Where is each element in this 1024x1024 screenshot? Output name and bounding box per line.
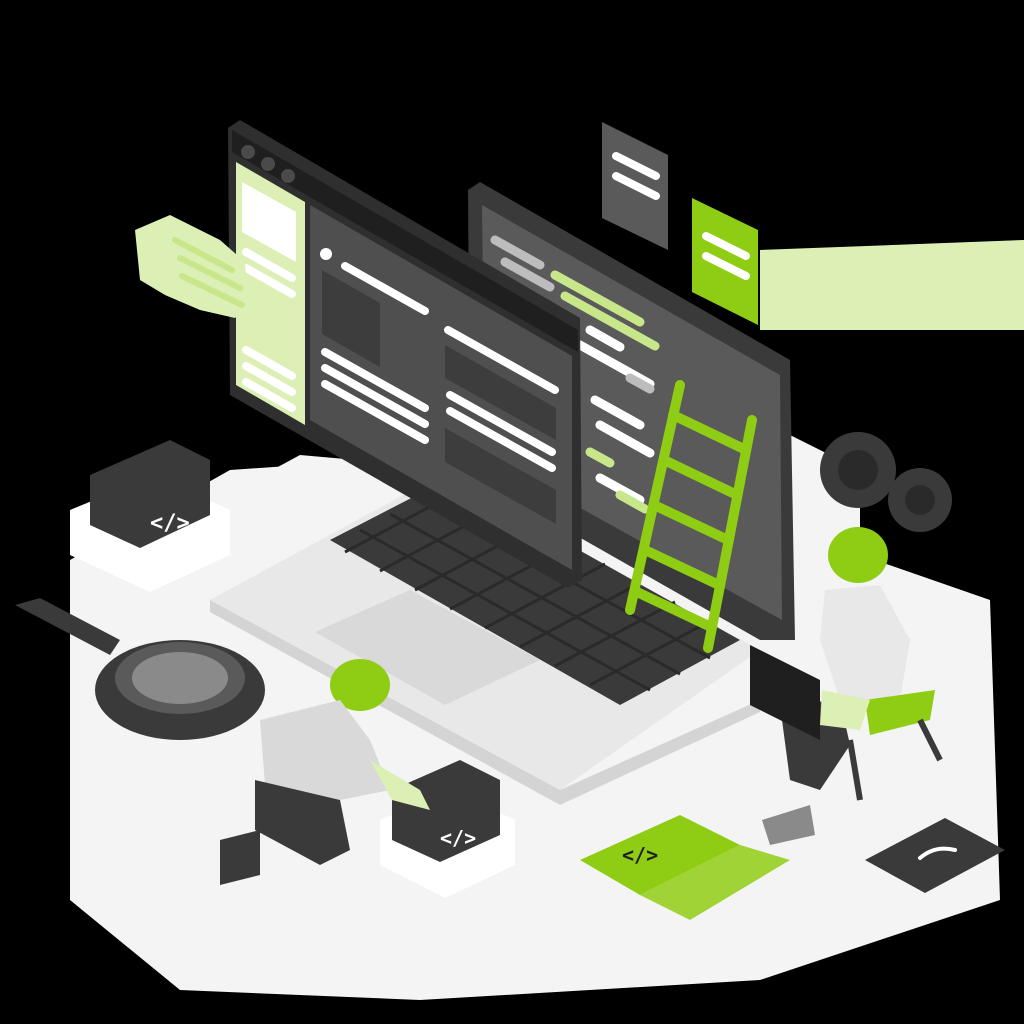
code-box-icon: </>: [580, 815, 790, 920]
person-kneeling: [220, 659, 430, 885]
content-heading-line: [341, 262, 429, 315]
content-image-block: [322, 270, 380, 367]
pointing-hand-icon: [135, 215, 248, 318]
browser-window: [228, 120, 582, 588]
code-lines: [490, 235, 660, 514]
laptop-keyboard: [330, 478, 740, 705]
code-glyph: </>: [622, 843, 658, 867]
code-glyph: </>: [150, 511, 190, 536]
chat-bubble-icon: [692, 198, 758, 325]
window-dot: [281, 169, 295, 183]
content-lines: [321, 326, 559, 472]
code-box-icon: </>: [70, 440, 230, 592]
code-glyph: </>: [440, 826, 476, 850]
ladder-icon: [625, 380, 757, 653]
window-dot: [261, 157, 275, 171]
sidebar-image-block: [242, 182, 296, 262]
content-card: [445, 428, 556, 524]
content-bullet: [320, 248, 332, 260]
laptop-trackpad: [315, 590, 540, 705]
content-card: [445, 345, 556, 440]
sidebar-lines: [242, 248, 296, 412]
window-dot: [241, 145, 255, 159]
magnifier-icon: [15, 598, 265, 740]
code-box-icon: </>: [380, 760, 515, 898]
chat-bubble-icon: [602, 122, 668, 250]
browser-titlebar: [232, 130, 578, 352]
gear-icon: [820, 432, 952, 532]
chat-bubble-shadow: [760, 240, 1024, 330]
tablet-icon: [865, 818, 1005, 893]
person-sitting: [750, 527, 943, 845]
